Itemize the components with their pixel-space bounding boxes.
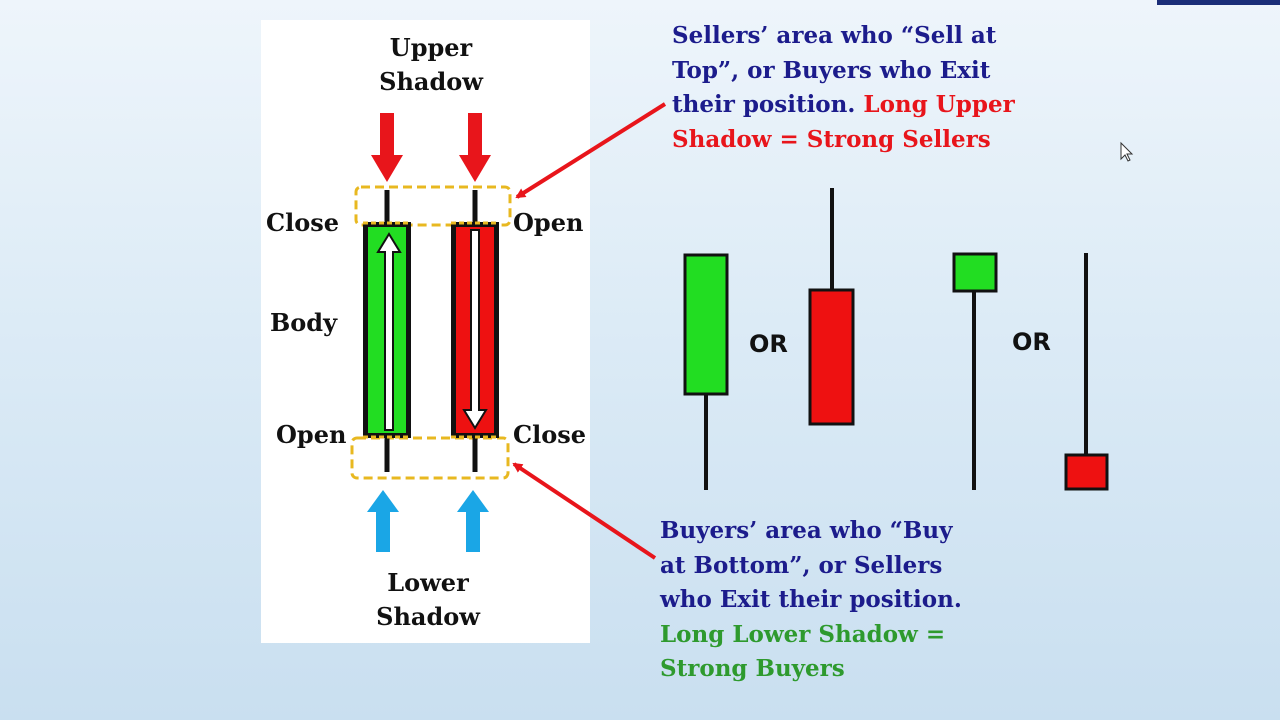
- example-candle-red-long-upper-shadow: [808, 188, 855, 426]
- open-label-bearish: Open: [513, 208, 584, 237]
- example-candle-green-hammer: [952, 252, 998, 490]
- buyer-note-line-1: Buyers’ area who “Buy: [660, 517, 953, 544]
- seller-area-note: Sellers’ area who “Sell at Top”, or Buye…: [672, 19, 1015, 157]
- up-arrow-icon: [457, 490, 489, 552]
- buyer-area-note: Buyers’ area who “Buy at Bottom”, or Sel…: [660, 514, 962, 687]
- buyer-note-highlight-line-1: Long Lower Shadow =: [660, 620, 946, 648]
- example-candle-red-shooting-star: [1064, 253, 1109, 491]
- seller-note-line-3: their position. Long Upper: [672, 88, 1015, 123]
- buyer-note-line-3: who Exit their position.: [660, 586, 962, 613]
- upper-shadow-label-line-2: Shadow: [379, 67, 483, 96]
- bullish-candle: [363, 190, 411, 472]
- example-candle-green-long-lower-shadow: [683, 253, 729, 490]
- seller-note-line-1: Sellers’ area who “Sell at: [672, 22, 997, 49]
- lower-shadow-highlight-box: [350, 436, 510, 480]
- buyer-note-line-2: at Bottom”, or Sellers: [660, 551, 943, 579]
- down-arrow-icon: [371, 113, 403, 182]
- open-label-bullish: Open: [276, 420, 347, 449]
- seller-note-highlight-line: Shadow = Strong Sellers: [672, 125, 991, 153]
- seller-note-pointer-arrow: [515, 102, 667, 199]
- upper-shadow-highlight-box: [354, 185, 512, 227]
- close-label-bearish: Close: [513, 420, 587, 449]
- or-label-1: OR: [749, 330, 788, 358]
- lower-shadow-label-line-2: Shadow: [376, 602, 480, 631]
- down-arrow-icon: [459, 113, 491, 182]
- seller-note-line-2: Top”, or Buyers who Exit: [672, 56, 991, 84]
- or-label-2: OR: [1012, 328, 1051, 356]
- lower-shadow-label: Lower Shadow: [376, 566, 480, 634]
- buyer-note-pointer-arrow: [512, 462, 657, 560]
- buyer-note-highlight-line-2: Strong Buyers: [660, 655, 845, 682]
- upper-shadow-label-line-1: Upper: [389, 33, 473, 62]
- seller-note-line-3-text: their position.: [672, 91, 856, 118]
- seller-note-highlight-inline: Long Upper: [863, 91, 1015, 118]
- close-label-bullish: Close: [266, 208, 340, 237]
- body-label: Body: [270, 308, 338, 337]
- lower-shadow-label-line-1: Lower: [387, 568, 469, 597]
- candlestick-anatomy-panel: [261, 20, 590, 643]
- bearish-candle: [451, 190, 499, 472]
- mouse-cursor-icon: [1120, 141, 1134, 162]
- up-arrow-icon: [367, 490, 399, 552]
- upper-shadow-label: Upper Shadow: [379, 31, 483, 99]
- window-top-bar: [1157, 0, 1280, 5]
